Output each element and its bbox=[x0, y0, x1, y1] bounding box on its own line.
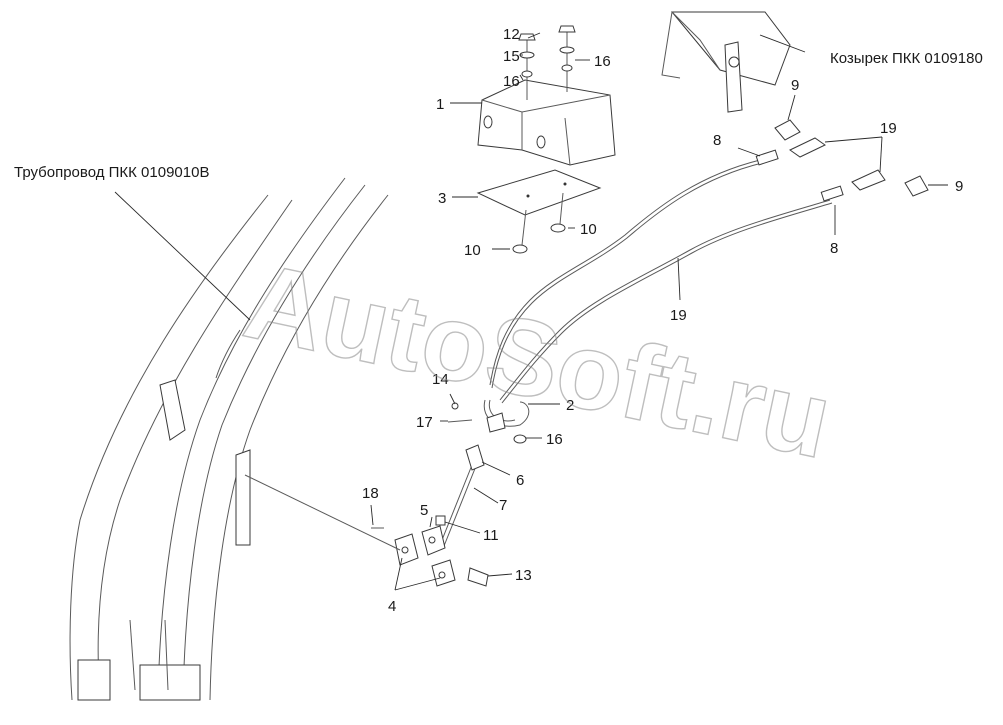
label-part-13: 13 bbox=[515, 567, 532, 584]
fastener-stack bbox=[518, 25, 576, 100]
label-part-10a: 10 bbox=[464, 242, 481, 259]
label-part-17: 17 bbox=[416, 414, 433, 431]
label-part-5: 5 bbox=[420, 502, 428, 519]
pipeline-caption: Трубопровод ПКК 0109010В bbox=[14, 164, 209, 181]
label-part-7: 7 bbox=[499, 497, 507, 514]
label-part-16a: 16 bbox=[503, 73, 520, 90]
label-part-15: 15 bbox=[503, 48, 520, 65]
label-part-14: 14 bbox=[432, 371, 449, 388]
label-part-9b: 9 bbox=[955, 178, 963, 195]
label-part-10b: 10 bbox=[580, 221, 597, 238]
label-part-19a: 19 bbox=[880, 120, 897, 137]
label-part-1: 1 bbox=[436, 96, 444, 113]
label-part-12: 12 bbox=[503, 26, 520, 43]
watermark: AutoSoft.ru bbox=[235, 239, 841, 481]
leader-lines bbox=[114, 32, 948, 591]
clamp-part-9 bbox=[774, 119, 801, 141]
label-part-9a: 9 bbox=[791, 77, 799, 94]
cable-assembly bbox=[489, 119, 929, 404]
label-part-19b: 19 bbox=[670, 307, 687, 324]
label-part-16c: 16 bbox=[546, 431, 563, 448]
cover-assembly bbox=[476, 25, 616, 254]
label-part-8a: 8 bbox=[713, 132, 721, 149]
pipeline-frame bbox=[69, 177, 389, 701]
label-part-18: 18 bbox=[362, 485, 379, 502]
visor-caption: Козырек ПКК 0109180 bbox=[830, 50, 983, 67]
label-part-11: 11 bbox=[483, 527, 499, 544]
part-number-labels: 1 2 3 4 5 6 7 8 8 9 9 10 10 11 13 12 14 … bbox=[362, 26, 963, 615]
label-part-16b: 16 bbox=[594, 53, 611, 70]
visor-assembly bbox=[661, 11, 791, 113]
clamp-part-9 bbox=[904, 175, 929, 197]
plate-part-3 bbox=[476, 169, 602, 216]
label-part-2: 2 bbox=[566, 397, 574, 414]
ferrule-part-8 bbox=[755, 149, 779, 166]
lever-mechanism bbox=[244, 399, 530, 587]
bolt-part-10 bbox=[512, 192, 566, 254]
label-part-3: 3 bbox=[438, 190, 446, 207]
ferrule-part-8 bbox=[820, 185, 844, 202]
label-part-8b: 8 bbox=[830, 240, 838, 257]
cover-box-part-1 bbox=[477, 79, 616, 166]
label-part-6: 6 bbox=[516, 472, 524, 489]
label-part-4: 4 bbox=[388, 598, 396, 615]
